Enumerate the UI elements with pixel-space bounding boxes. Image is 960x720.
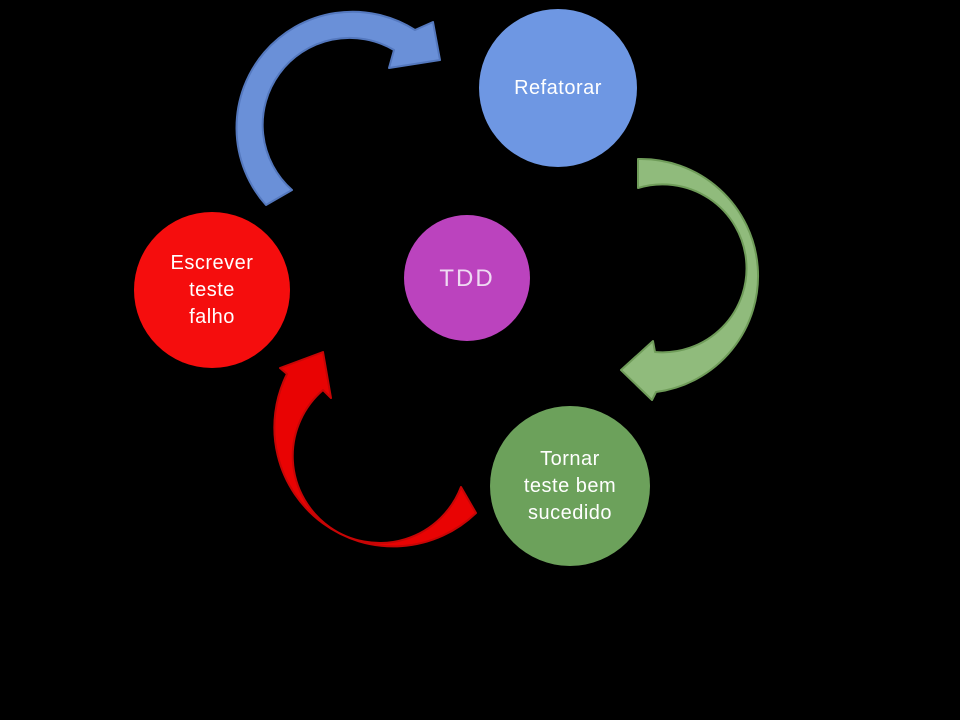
center-circle-tdd (404, 215, 530, 341)
red-curved-arrow-icon (273, 351, 477, 548)
node-circle-escrever-teste-falho (134, 212, 290, 368)
node-circle-tornar-teste-bem-sucedido (490, 406, 650, 566)
node-circle-refatorar (479, 9, 637, 167)
blue-curved-arrow-icon (235, 10, 441, 206)
green-curved-arrow-icon (620, 157, 760, 401)
